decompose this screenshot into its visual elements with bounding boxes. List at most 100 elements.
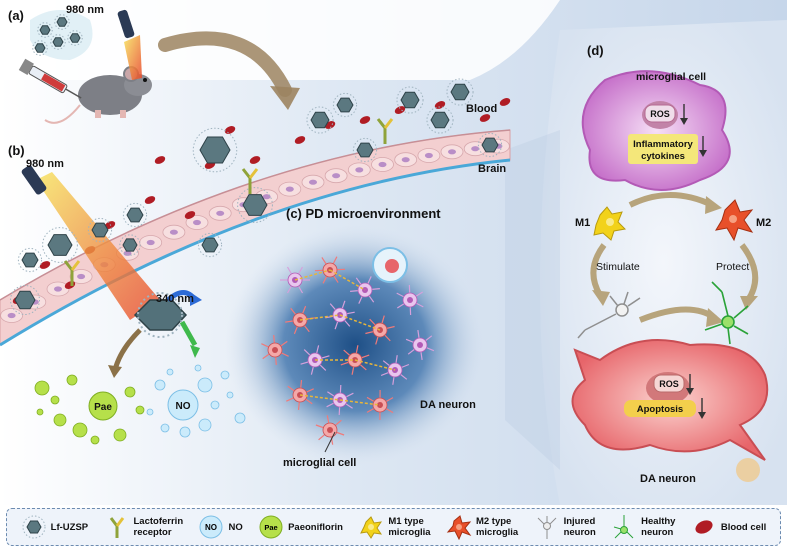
legend-label: Paeoniflorin bbox=[288, 521, 343, 533]
endothelial-nucleus bbox=[424, 152, 433, 159]
nanoparticle bbox=[396, 86, 424, 114]
ros-top-down-head bbox=[680, 118, 688, 125]
nanoparticle bbox=[37, 22, 53, 38]
pae-bubble bbox=[113, 428, 127, 442]
legend-label: Blood cell bbox=[720, 521, 767, 533]
endothelial-nucleus bbox=[7, 312, 16, 319]
endothelial-nucleus bbox=[332, 173, 341, 179]
blood-brain-barrier-line bbox=[0, 158, 511, 347]
no-bubble bbox=[146, 408, 154, 416]
no-bubble bbox=[166, 368, 174, 376]
legend-item-nanoparticle: Lf-UZSP bbox=[21, 514, 88, 540]
uv-emission-label: 340 nm bbox=[156, 293, 194, 305]
neural-connection bbox=[294, 269, 331, 281]
endothelial-nucleus bbox=[193, 219, 201, 226]
apoptosis-label: Apoptosis bbox=[637, 404, 683, 415]
protect-arrow bbox=[739, 243, 759, 302]
nanoparticle bbox=[477, 132, 503, 158]
syringe-icon bbox=[18, 58, 82, 99]
neural-connection bbox=[339, 314, 381, 331]
blood-cell bbox=[499, 98, 511, 106]
no-bubble bbox=[194, 364, 202, 372]
nanoparticle bbox=[42, 227, 78, 263]
ros-top-label: ROS bbox=[650, 109, 670, 119]
zoom-bubble-cell bbox=[385, 259, 399, 273]
paeoniflorin-bubbles bbox=[34, 374, 145, 445]
blood-cell bbox=[224, 126, 236, 134]
no-bubble bbox=[234, 412, 246, 424]
nanoparticle bbox=[87, 217, 113, 243]
blood-cell bbox=[359, 116, 371, 124]
legend-item-m2-microglia: M2 type microglia bbox=[446, 514, 518, 540]
inflammatory-label-2: cytokines bbox=[641, 151, 685, 162]
laser-beam-top bbox=[124, 35, 142, 80]
no-label: NO bbox=[176, 401, 191, 412]
laser-probe-top bbox=[117, 9, 135, 39]
endothelial-nucleus bbox=[448, 149, 456, 155]
m1-label: M1 bbox=[575, 217, 590, 229]
inflammatory-badge bbox=[628, 134, 698, 164]
nanoparticle bbox=[10, 285, 40, 315]
da-neuron-d-label: DA neuron bbox=[640, 473, 696, 485]
no-bubble bbox=[154, 379, 166, 391]
microglial-cell bbox=[325, 300, 355, 330]
nanoparticle bbox=[352, 137, 378, 163]
neural-connection bbox=[329, 269, 366, 291]
injured-neuron-icon bbox=[537, 516, 556, 539]
axon-terminal bbox=[736, 458, 760, 482]
no-bubble bbox=[226, 391, 234, 399]
lactoferrin-receptor bbox=[376, 118, 394, 144]
laser-probe-left bbox=[21, 165, 47, 195]
nanoparticle-icon bbox=[22, 515, 46, 539]
curved-arrow-head bbox=[270, 86, 300, 110]
da-neuron-cell bbox=[286, 380, 314, 410]
no-bubble bbox=[198, 418, 212, 432]
stimulate-label: Stimulate bbox=[596, 261, 640, 273]
pae-bubble bbox=[36, 408, 44, 416]
legend-item-receptor: Lactoferrin receptor bbox=[104, 514, 183, 540]
stimulate-head bbox=[592, 290, 610, 306]
m2-microglia-icon bbox=[446, 515, 472, 540]
protect-label: Protect bbox=[716, 261, 749, 273]
blood-cell bbox=[144, 196, 156, 204]
svg-text:Pae: Pae bbox=[264, 523, 277, 532]
pae-bubble bbox=[50, 395, 60, 405]
endothelial-nucleus bbox=[77, 273, 86, 280]
m1-microglia-icon bbox=[360, 516, 383, 539]
pae-bubble bbox=[72, 422, 88, 438]
endothelial-nucleus bbox=[123, 250, 132, 256]
endothelial-nucleus bbox=[146, 239, 155, 246]
nanoparticle bbox=[192, 127, 238, 173]
curved-arrow bbox=[158, 31, 292, 97]
lactoferrin-receptor bbox=[63, 260, 81, 286]
no-bubble bbox=[179, 426, 191, 438]
pd-cells bbox=[261, 256, 435, 445]
m2-microglia-icon bbox=[715, 199, 754, 242]
panel-label-b: (b) bbox=[8, 143, 25, 158]
laser-beam-left bbox=[36, 172, 160, 320]
legend-label: Injured neuron bbox=[563, 516, 596, 538]
healthy-neuron-icon bbox=[704, 281, 749, 345]
endothelial-nucleus bbox=[54, 286, 62, 292]
pae-bubble-main bbox=[88, 391, 118, 421]
no-release-arrow bbox=[179, 320, 198, 347]
endothelial-nucleus bbox=[216, 210, 225, 216]
pae-bubble bbox=[66, 374, 78, 386]
endothelial-nucleus bbox=[401, 157, 410, 163]
m1-microglia-icon bbox=[593, 206, 627, 241]
panel-label-c: (c) PD microenvironment bbox=[286, 206, 441, 221]
microglial-cell-large bbox=[581, 70, 731, 191]
pae-bubble bbox=[124, 386, 136, 398]
legend-item-injured-neuron: Injured neuron bbox=[534, 514, 596, 540]
legend-item-m1-microglia: M1 type microglia bbox=[358, 514, 431, 540]
pae-bubble bbox=[90, 435, 100, 445]
no-bubble-icon: NO bbox=[199, 515, 223, 539]
injured-neuron-icon bbox=[577, 291, 641, 339]
legend-label: M2 type microglia bbox=[475, 516, 519, 538]
pae-bubble bbox=[135, 405, 145, 415]
apoptosis-down-head bbox=[698, 412, 706, 419]
no-bubble-main bbox=[167, 389, 199, 421]
pae-label: Pae bbox=[94, 402, 112, 413]
